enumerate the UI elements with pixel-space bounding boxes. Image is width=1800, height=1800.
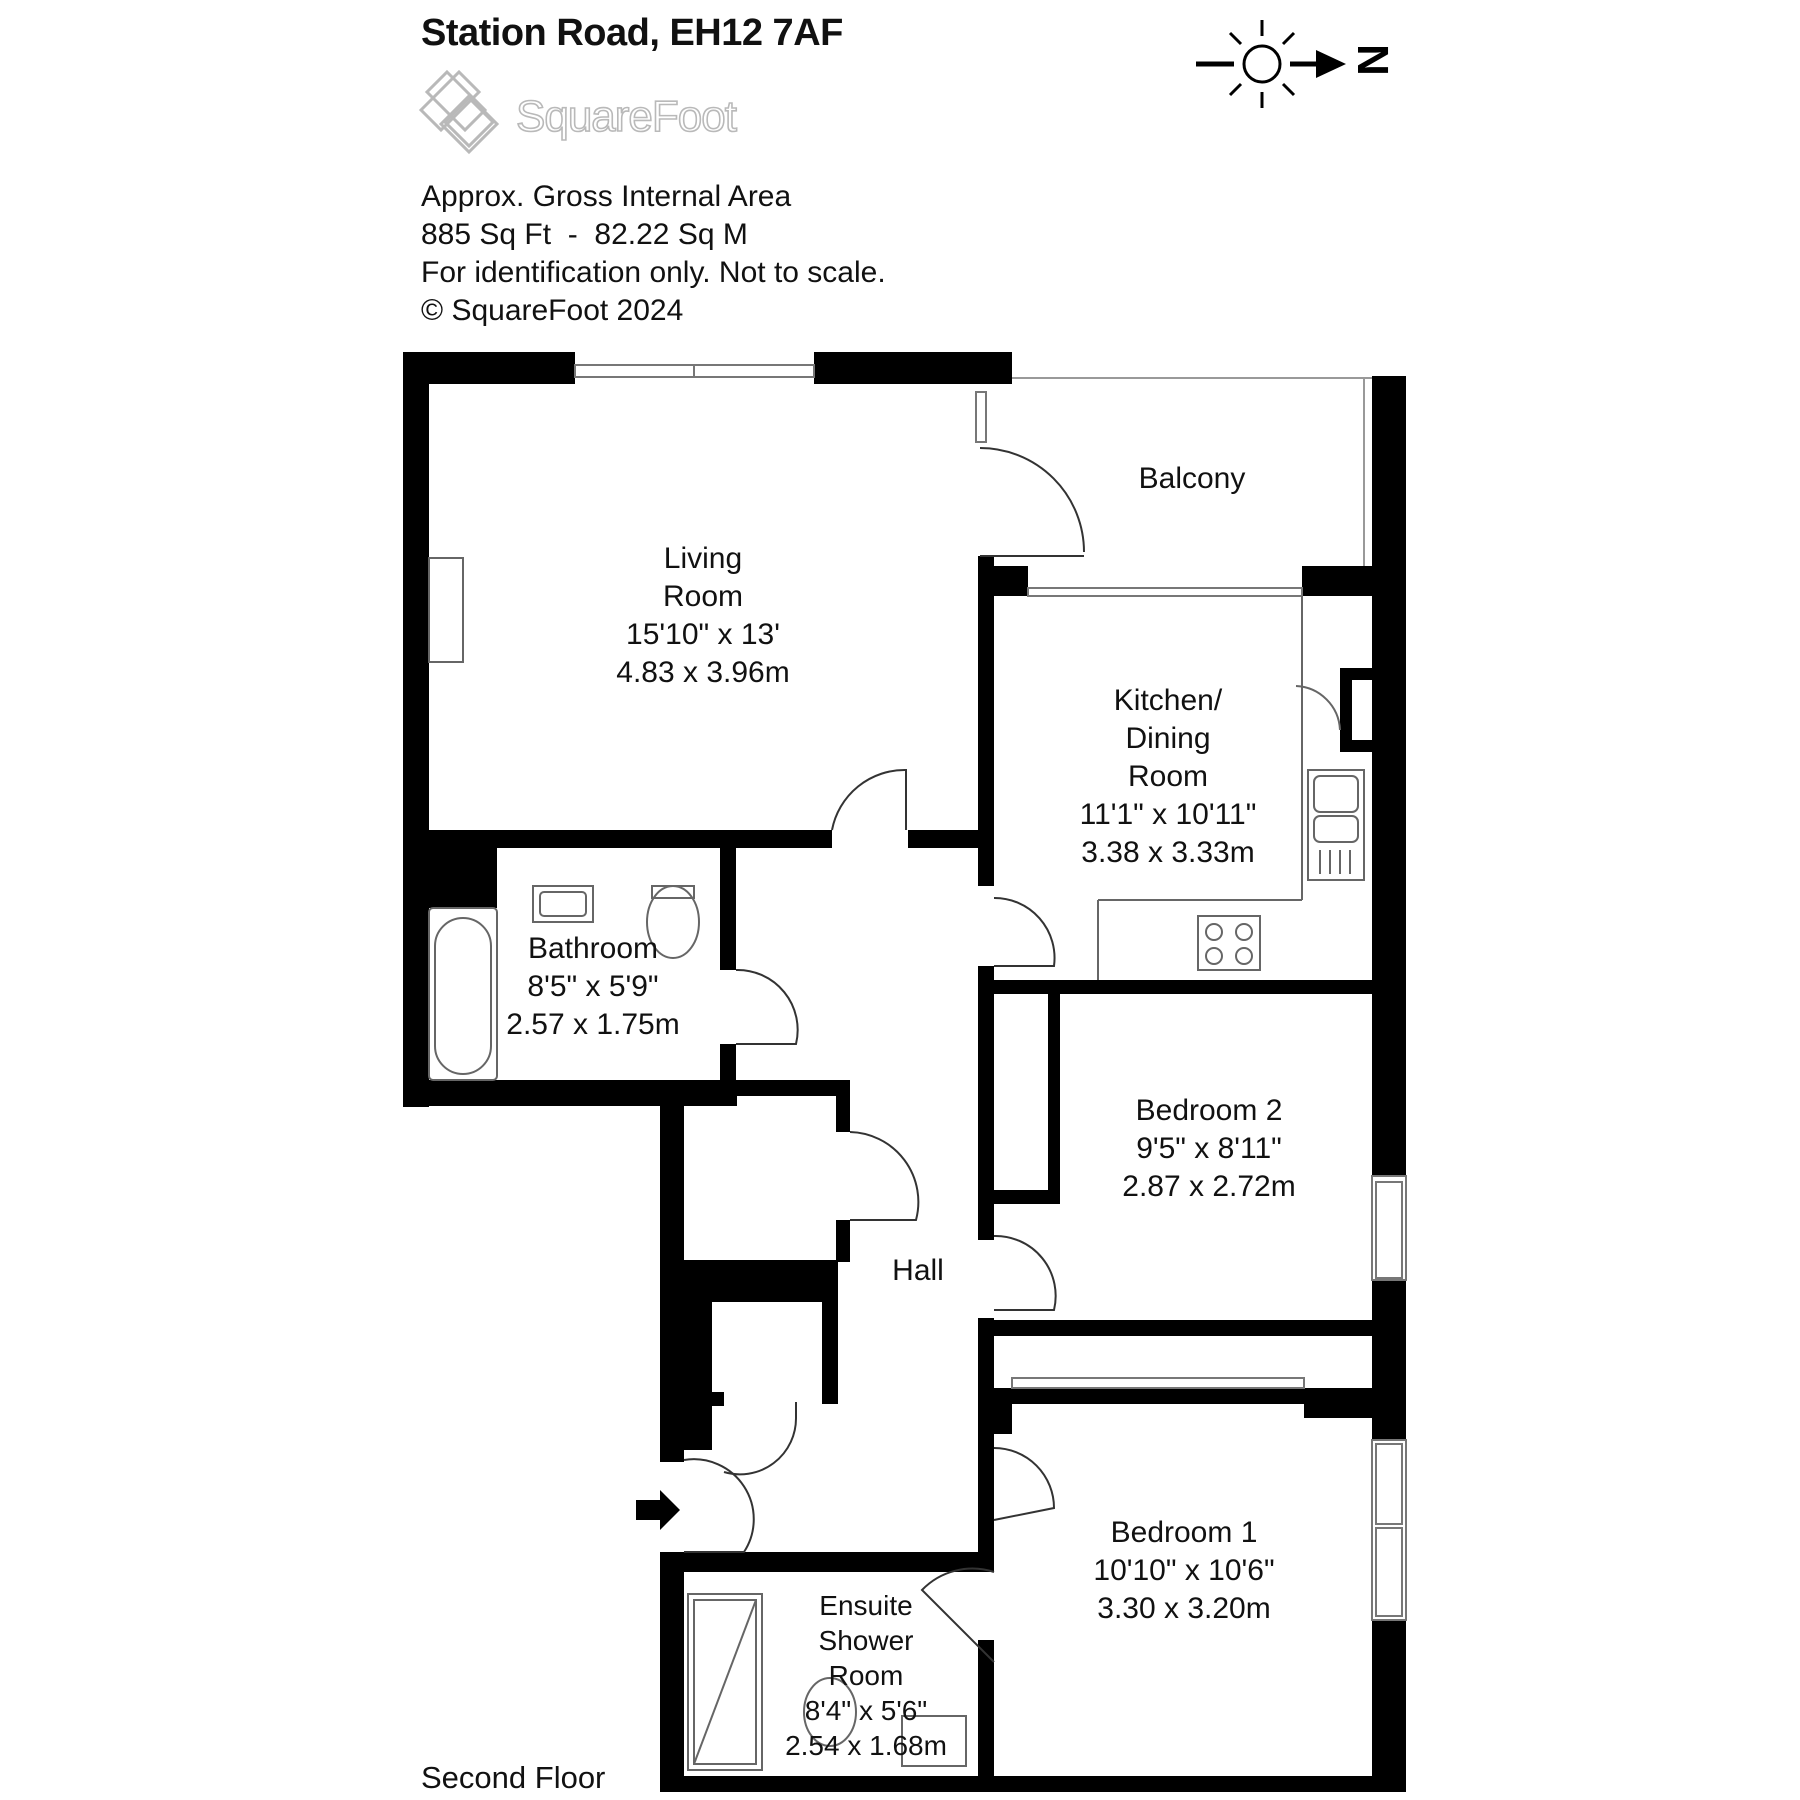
info-line-area-values: 885 Sq Ft - 82.22 Sq M	[421, 218, 748, 251]
room-bathroom-name: Bathroom	[527, 932, 659, 965]
entrance-arrow-icon	[636, 1490, 680, 1530]
room-bedroom2-imperial: 9'5" x 8'11"	[1136, 1132, 1282, 1165]
info-line-disclaimer: For identification only. Not to scale.	[421, 256, 886, 289]
room-kitchen-name1: Kitchen/	[1113, 684, 1223, 717]
room-ensuite: Ensuite Shower Room 8'4" x 5'6" 2.54 x 1…	[785, 1588, 947, 1763]
room-kitchen: Kitchen/ Dining Room 11'1" x 10'11" 3.38…	[1080, 682, 1257, 872]
room-ensuite-name1: Ensuite	[819, 1590, 913, 1621]
bathroom-fittings	[428, 557, 700, 1081]
room-bathroom: Bathroom 8'5" x 5'9" 2.57 x 1.75m	[506, 930, 679, 1044]
area-info: Approx. Gross Internal Area 885 Sq Ft - …	[421, 178, 886, 330]
room-bedroom1: Bedroom 1 10'10" x 10'6" 3.30 x 3.20m	[1093, 1514, 1274, 1628]
info-line-area-heading: Approx. Gross Internal Area	[421, 180, 792, 213]
logo-wordmark: SquareFoot	[515, 91, 738, 142]
room-balcony: Balcony	[1139, 460, 1246, 498]
room-bathroom-imperial: 8'5" x 5'9"	[527, 970, 659, 1003]
room-kitchen-imperial: 11'1" x 10'11"	[1079, 798, 1257, 831]
room-ensuite-name2: Shower	[818, 1625, 914, 1656]
room-ensuite-metric: 2.54 x 1.68m	[785, 1730, 947, 1761]
info-line-copyright: © SquareFoot 2024	[421, 294, 684, 327]
door-swings	[683, 447, 1085, 1663]
kitchen-fittings	[1097, 596, 1365, 980]
balcony-outline	[1012, 377, 1372, 566]
room-balcony-name: Balcony	[1138, 462, 1246, 495]
room-living-name2: Room	[662, 580, 744, 613]
room-bedroom2-metric: 2.87 x 2.72m	[1122, 1170, 1296, 1203]
north-label: N	[1348, 44, 1397, 76]
room-living-name1: Living	[663, 542, 743, 575]
ensuite-fittings	[687, 1593, 967, 1771]
room-living-metric: 4.83 x 3.96m	[616, 656, 790, 689]
sun-compass-icon	[1196, 20, 1320, 108]
room-kitchen-metric: 3.38 x 3.33m	[1081, 836, 1255, 869]
room-bedroom1-metric: 3.30 x 3.20m	[1097, 1592, 1271, 1625]
room-bedroom2: Bedroom 2 9'5" x 8'11" 2.87 x 2.72m	[1122, 1092, 1295, 1206]
squarefoot-logo-icon	[418, 69, 500, 155]
room-living-imperial: 15'10" x 13'	[626, 618, 780, 651]
room-ensuite-name3: Room	[828, 1660, 904, 1691]
room-bathroom-metric: 2.57 x 1.75m	[506, 1008, 680, 1041]
window-panes	[1375, 1181, 1403, 1617]
room-hall-name: Hall	[892, 1254, 944, 1287]
room-kitchen-name2: Dining	[1125, 722, 1211, 755]
room-bedroom1-imperial: 10'10" x 10'6"	[1093, 1554, 1275, 1587]
room-kitchen-name3: Room	[1127, 760, 1209, 793]
address-title: Station Road, EH12 7AF	[421, 12, 843, 54]
north-arrow-icon	[1316, 50, 1346, 78]
room-bedroom2-name: Bedroom 2	[1135, 1094, 1283, 1127]
room-living: Living Room 15'10" x 13' 4.83 x 3.96m	[616, 540, 789, 692]
walls	[403, 352, 1406, 1792]
room-ensuite-imperial: 8'4" x 5'6"	[804, 1695, 928, 1726]
room-hall: Hall	[892, 1252, 944, 1290]
floor-label: Second Floor	[421, 1760, 606, 1795]
room-bedroom1-name: Bedroom 1	[1110, 1516, 1258, 1549]
